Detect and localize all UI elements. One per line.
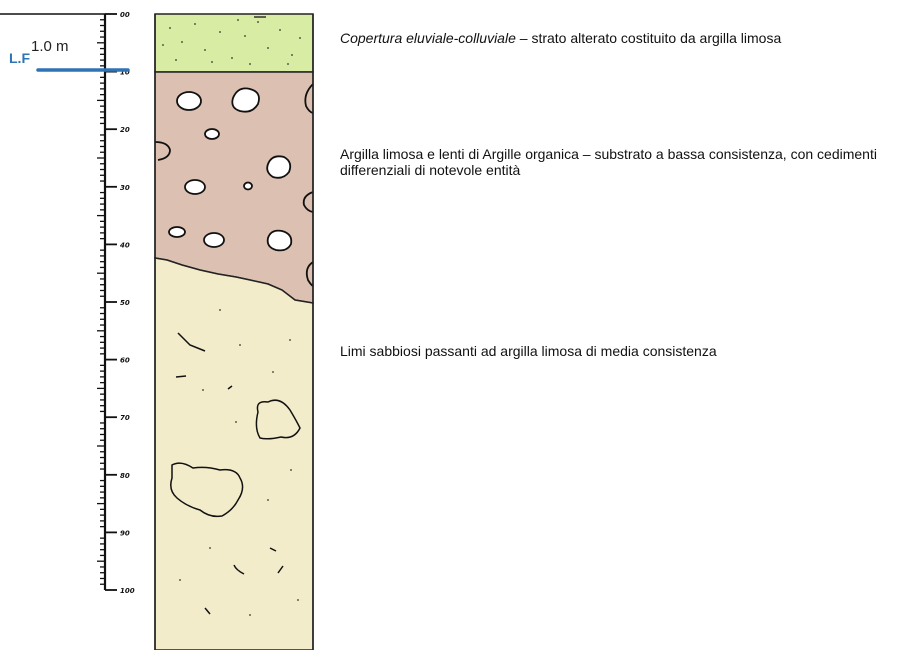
depth-tick-label: 10 (120, 69, 130, 77)
depth-tick-label: 00 (120, 11, 130, 19)
clay-edge-pebbles (154, 83, 314, 287)
layer-eluvial-description: Copertura eluviale-colluviale – strato a… (340, 30, 910, 46)
depth-tick-label: 70 (120, 414, 130, 422)
depth-tick-label: 100 (120, 587, 135, 595)
layer-eluvial-text: – strato alterato costituito da argilla … (515, 30, 782, 46)
depth-tick-label: 90 (120, 529, 130, 537)
clay-pebbles (168, 87, 293, 252)
layer-sandy-silts (154, 257, 314, 650)
depth-scale: 00 10 20 30 40 50 60 70 80 90 100 (97, 11, 135, 595)
depth-tick-label: 50 (120, 299, 130, 307)
depth-tick-label: 30 (120, 184, 130, 192)
water-table-label: L.F (9, 50, 30, 66)
layer-clay-description: Argilla limosa e lenti di Argille organi… (340, 146, 877, 178)
depth-tick-label: 20 (120, 126, 130, 134)
depth-tick-label: 40 (120, 241, 130, 249)
layer-eluvial-colluvial (154, 13, 314, 73)
depth-tick-label: 60 (120, 357, 130, 365)
water-table-depth: 1.0 m (31, 38, 69, 55)
silt-dots (179, 309, 299, 616)
layer-silt-description: Limi sabbiosi passanti ad argilla limosa… (340, 343, 717, 359)
layer-eluvial-title: Copertura eluviale-colluviale (340, 30, 516, 46)
silt-marks (170, 332, 301, 615)
depth-tick-label: 80 (120, 472, 130, 480)
layer-eluvial-speckles (162, 16, 301, 65)
